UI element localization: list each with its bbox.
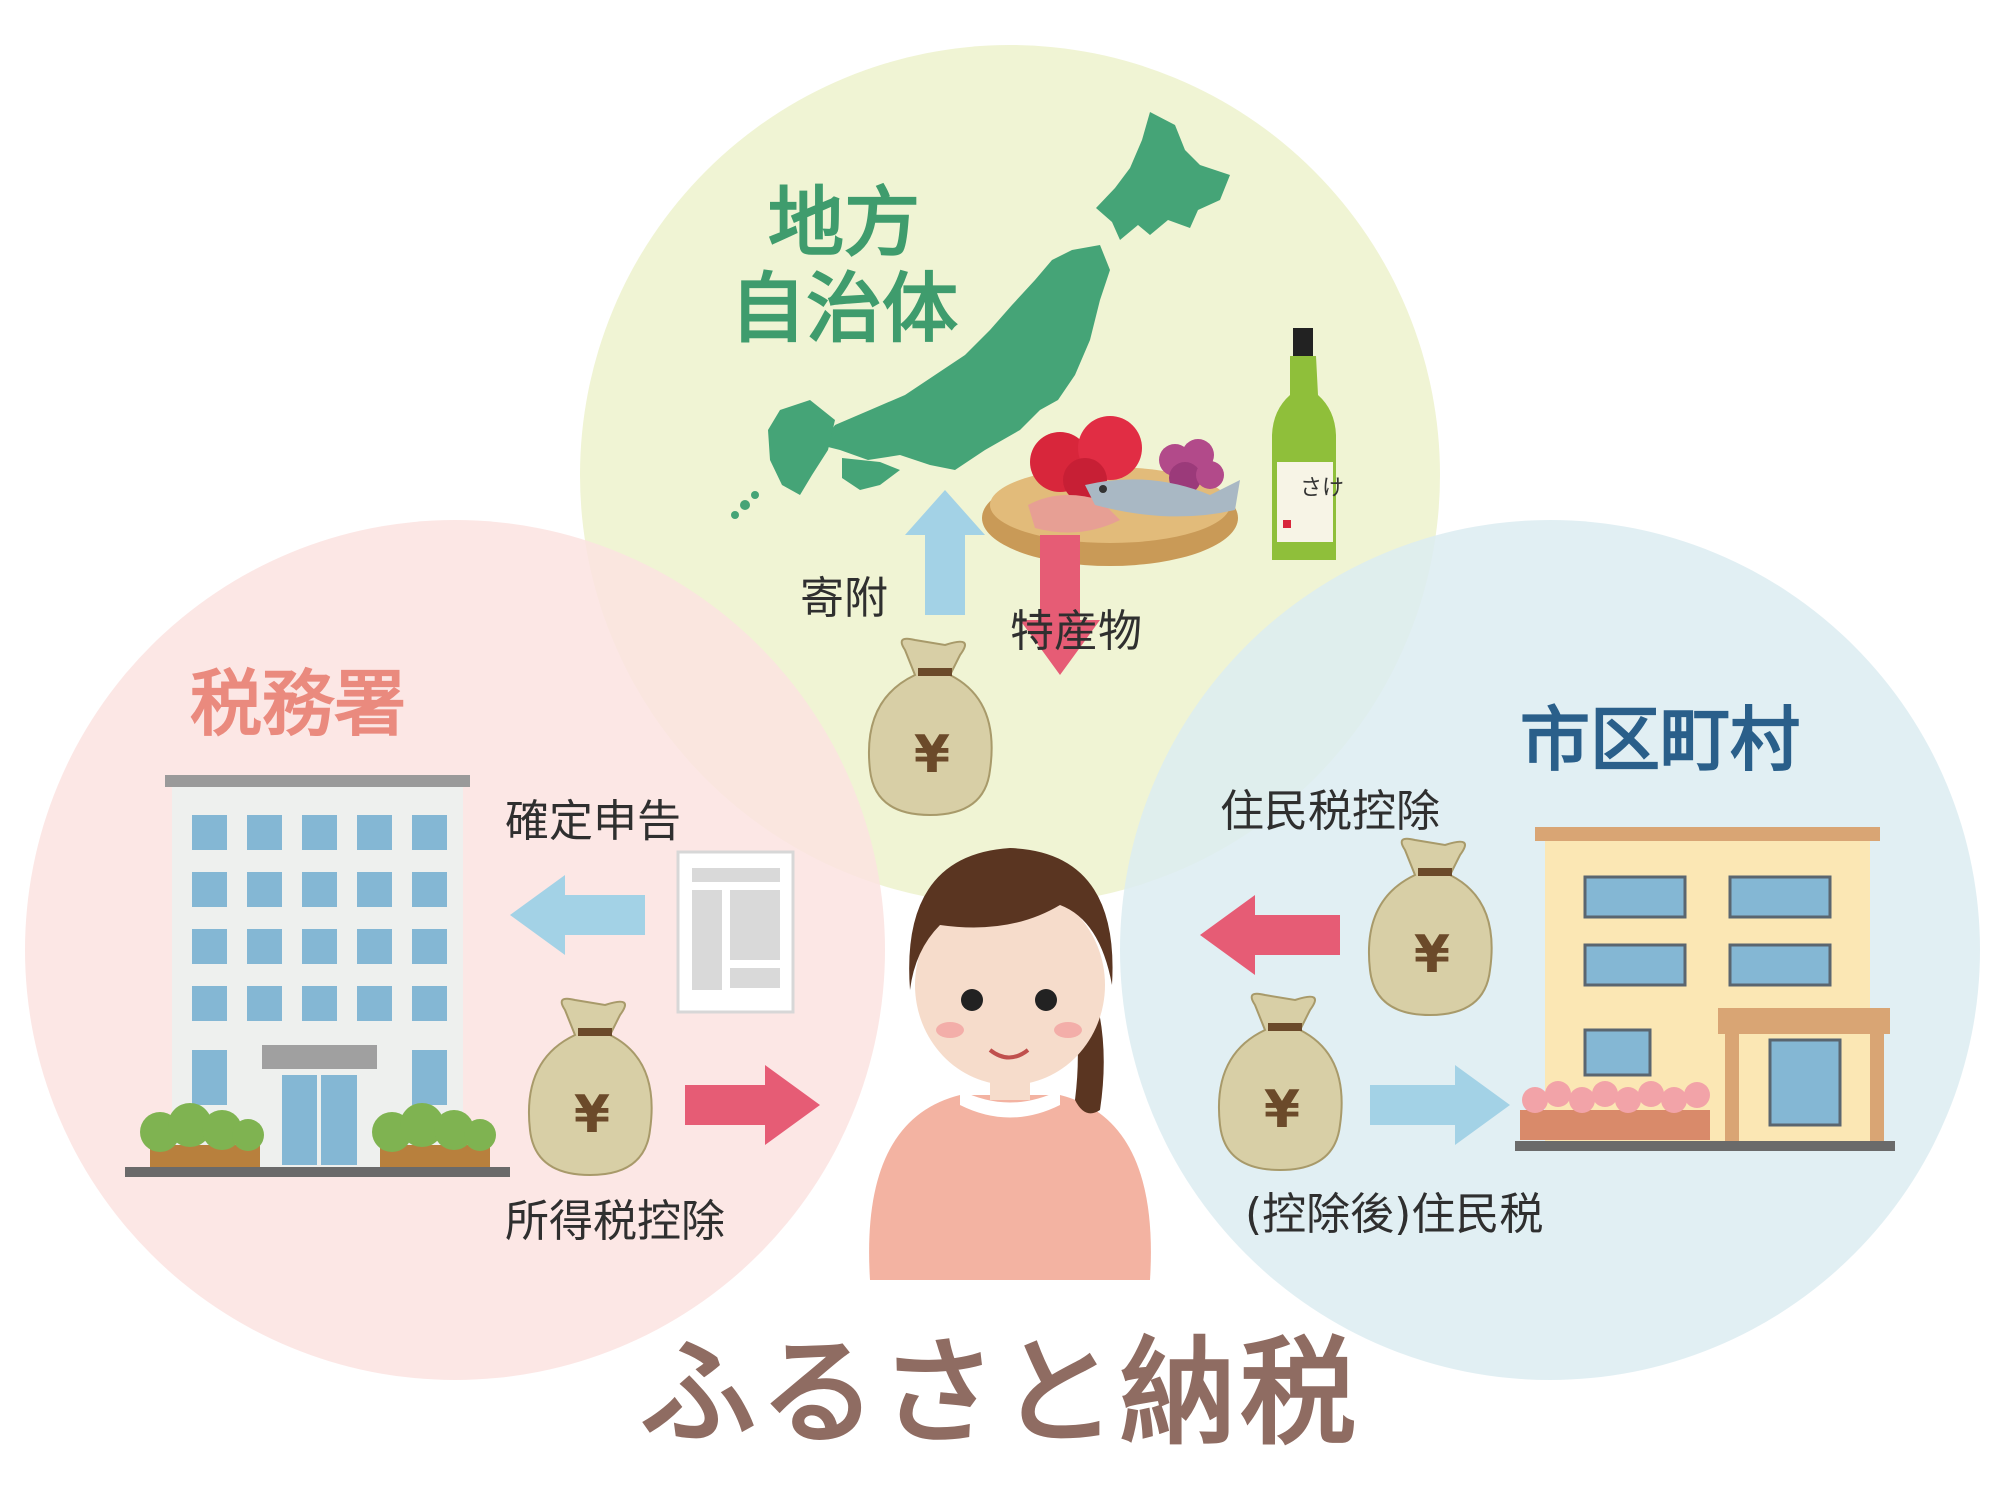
page-title: ふるさと納税 <box>640 1325 1360 1461</box>
resident-tax-deduction-label: 住民税控除 <box>1220 786 1440 837</box>
tax-office-building-icon <box>125 775 510 1177</box>
sake-bottle-icon: さけ <box>1272 328 1344 560</box>
resident-tax-deduction-arrow <box>1200 895 1340 975</box>
resident-tax-after-label: (控除後)住民税 <box>1245 1189 1544 1240</box>
document-icon <box>676 850 795 1014</box>
local-gov-title-line1: 地方 <box>768 178 920 267</box>
money-bag-icon: ¥ <box>528 997 653 1177</box>
yen-symbol: ¥ <box>1414 925 1450 985</box>
municipality-title: 市区町村 <box>1520 699 1800 781</box>
income-tax-arrow <box>685 1065 820 1145</box>
money-bag-icon: ¥ <box>868 637 993 817</box>
specialty-arrow <box>1020 535 1100 675</box>
income-tax-deduction-label: 所得税控除 <box>505 1196 725 1247</box>
money-bag-icon: ¥ <box>1218 992 1343 1172</box>
bottle-label: さけ <box>1300 476 1344 501</box>
tax-office-title: 税務署 <box>190 662 407 746</box>
donation-arrow <box>905 490 985 615</box>
tax-return-label: 確定申告 <box>505 796 681 847</box>
local-gov-title-line2: 自治体 <box>730 264 958 353</box>
specialty-products-icon <box>982 416 1240 566</box>
money-bag-icon: ¥ <box>1368 837 1493 1017</box>
local-gov-title: 地方 自治体 <box>730 180 958 352</box>
yen-symbol: ¥ <box>914 725 950 785</box>
japan-map-icon <box>731 112 1230 519</box>
donation-label: 寄附 <box>800 573 888 624</box>
tax-return-arrow <box>510 875 645 955</box>
person-icon <box>869 848 1151 1280</box>
yen-symbol: ¥ <box>574 1085 610 1145</box>
specialty-label: 特産物 <box>1010 606 1142 657</box>
yen-symbol: ¥ <box>1264 1080 1300 1140</box>
resident-tax-payment-arrow <box>1370 1065 1510 1145</box>
city-hall-building-icon <box>1515 827 1895 1151</box>
